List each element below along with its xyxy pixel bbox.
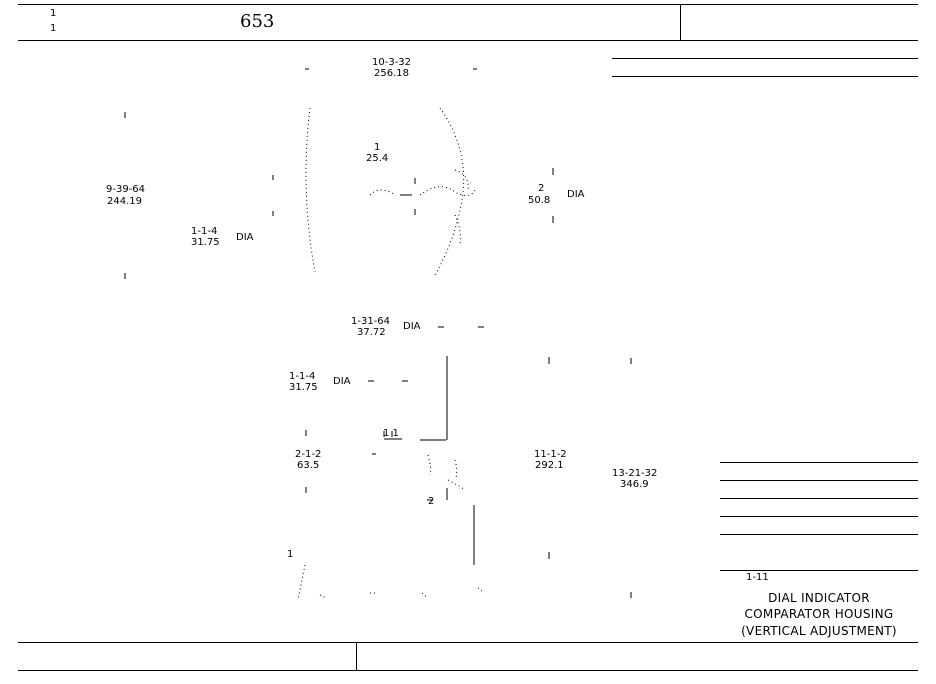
dim-mid-dia: 1-31-64 bbox=[351, 316, 391, 327]
title-rule-6 bbox=[720, 570, 918, 571]
title-rule-3 bbox=[720, 498, 918, 499]
title-line-3: (VERTICAL ADJUSTMENT) bbox=[741, 624, 897, 638]
rule-upper-right-1 bbox=[612, 58, 918, 59]
dim-center-mm: 25.4 bbox=[366, 153, 389, 164]
dim-small-label-b: 2 bbox=[428, 496, 435, 507]
title-rule-2 bbox=[720, 480, 918, 481]
title-rule-5 bbox=[720, 534, 918, 535]
dim-top-width-mm: 256.18 bbox=[374, 68, 409, 79]
title-line-1: DIAL INDICATOR bbox=[768, 591, 870, 605]
footer-top-border bbox=[18, 642, 918, 643]
header-fraction-top: 1 bbox=[50, 8, 57, 19]
dim-lower-dia-label: DIA bbox=[333, 376, 351, 387]
dim-lower-dia: 1-1-4 bbox=[289, 371, 316, 382]
header-fraction-bottom: 1 bbox=[50, 23, 57, 34]
header-number: 653 bbox=[240, 11, 275, 32]
dim-mid-dia-mm: 37.72 bbox=[357, 327, 386, 338]
title-rule-1 bbox=[720, 462, 918, 463]
title-code: 1-11 bbox=[746, 572, 769, 583]
dim-left-dia: 1-1-4 bbox=[191, 226, 218, 237]
dim-small-label-a: 1 1 bbox=[383, 428, 399, 439]
dim-lower-dia-mm: 31.75 bbox=[289, 382, 318, 393]
dim-center-frac: 1 bbox=[374, 142, 381, 153]
dim-left-dia-label: DIA bbox=[236, 232, 254, 243]
dim-left-dia-mm: 31.75 bbox=[191, 237, 220, 248]
dim-left-height-mm: 244.19 bbox=[107, 196, 142, 207]
title-line-2: COMPARATOR HOUSING bbox=[744, 607, 894, 621]
dim-lower-mid: 11-1-2 bbox=[534, 449, 567, 460]
dim-right-dia-label: DIA bbox=[567, 189, 585, 200]
title-rule-4 bbox=[720, 516, 918, 517]
dim-lower-right-mm: 346.9 bbox=[620, 479, 649, 490]
header-divider bbox=[680, 4, 681, 40]
dim-top-width: 10-3-32 bbox=[372, 57, 412, 68]
dim-lower-mid-mm: 292.1 bbox=[535, 460, 564, 471]
footer-bottom-border bbox=[18, 670, 918, 671]
dim-right-dia-frac: 2 bbox=[538, 183, 545, 194]
dim-mid-dia-label: DIA bbox=[403, 321, 421, 332]
header-bottom-border bbox=[18, 40, 918, 41]
dim-right-dia-mm: 50.8 bbox=[528, 195, 551, 206]
dim-lower-left-mm: 63.5 bbox=[297, 460, 320, 471]
dim-lower-right: 13-21-32 bbox=[612, 468, 658, 479]
footer-divider bbox=[356, 642, 357, 670]
dim-lower-left: 2-1-2 bbox=[295, 449, 322, 460]
rule-upper-right-2 bbox=[612, 76, 918, 77]
header-top-border bbox=[18, 4, 918, 5]
dim-small-label-c: 1 bbox=[287, 549, 294, 560]
dim-left-height: 9-39-64 bbox=[106, 184, 146, 195]
